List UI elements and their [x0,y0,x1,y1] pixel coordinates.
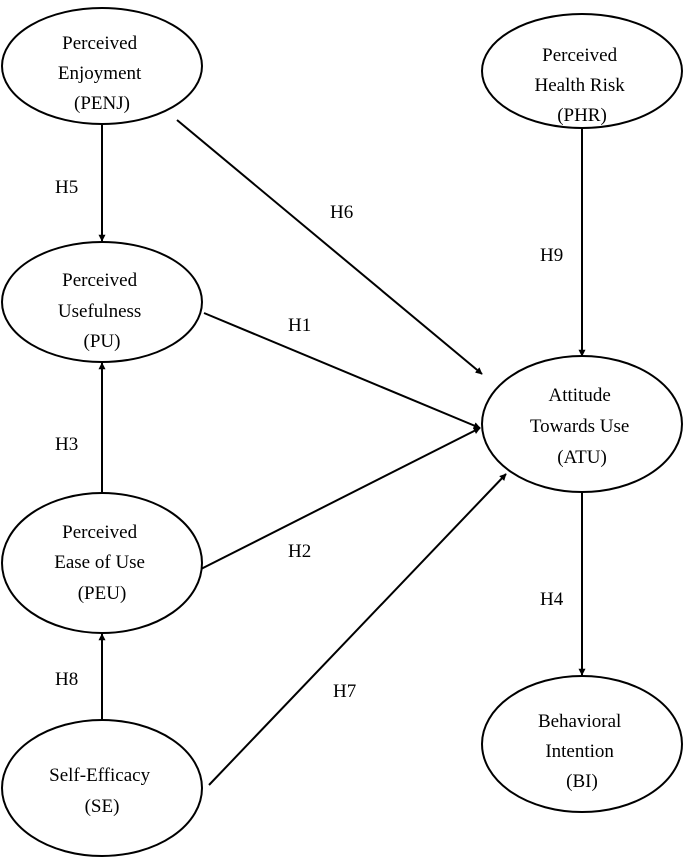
node-pu-line-2: Usefulness [58,301,141,322]
node-atu: Attitude Towards Use (ATU) [481,355,683,493]
node-pu-label: Perceived Usefulness (PU) [58,270,146,352]
node-bi-line-1: Behavioral [538,711,621,732]
node-phr-line-2: Health Risk [535,75,626,96]
node-peu: Perceived Ease of Use (PEU) [1,492,203,634]
node-pu: Perceived Usefulness (PU) [1,241,203,363]
edges [98,119,586,786]
node-atu-line-2: Towards Use [530,416,629,437]
node-se-ellipse [1,719,203,857]
edge-labels: H5 H6 H1 H3 H2 H8 H7 H9 H4 [55,177,564,702]
edge-label-h3: H3 [55,434,78,455]
node-penj-ellipse [1,7,203,125]
edge-h2-peu-to-atu [198,427,481,571]
edge-label-h4: H4 [540,589,564,610]
edge-label-h1: H1 [288,315,311,336]
node-peu-line-1: Perceived [62,522,137,543]
edge-h7-se-to-atu [208,473,507,786]
node-peu-label: Perceived Ease of Use (PEU) [54,522,150,604]
edge-label-h7: H7 [333,681,356,702]
node-bi-ellipse [481,675,683,813]
edge-h6-penj-to-atu [176,119,483,375]
node-bi-line-2: Intention [545,741,614,762]
node-bi: Behavioral Intention (BI) [481,675,683,813]
node-se-label: Self-Efficacy (SE) [49,765,155,817]
node-pu-line-1: Perceived [62,270,137,291]
node-bi-label: Behavioral Intention (BI) [538,711,626,792]
node-atu-line-1: Attitude [548,385,610,406]
node-se-line-1: Self-Efficacy [49,765,150,786]
node-peu-line-2: Ease of Use [54,552,145,573]
edge-label-h5: H5 [55,177,78,198]
node-phr-line-3: (PHR) [557,105,607,126]
node-phr-label: Perceived Health Risk (PHR) [535,45,630,126]
node-atu-ellipse [481,355,683,493]
node-atu-label: Attitude Towards Use (ATU) [530,385,634,468]
edge-h1-pu-to-atu [203,312,481,429]
node-phr-line-1: Perceived [542,45,617,66]
node-penj: Perceived Enjoyment (PENJ) [1,7,203,125]
node-peu-line-3: (PEU) [78,583,127,604]
node-pu-ellipse [1,241,203,363]
node-phr-ellipse [481,13,683,129]
node-pu-line-3: (PU) [84,331,121,352]
edge-label-h8: H8 [55,669,78,690]
node-penj-line-2: Enjoyment [58,63,142,84]
node-se-line-2: (SE) [85,796,120,817]
edge-label-h9: H9 [540,245,563,266]
node-penj-line-3: (PENJ) [74,93,130,114]
node-bi-line-3: (BI) [566,771,598,792]
node-atu-line-3: (ATU) [557,447,607,468]
node-penj-line-1: Perceived [62,33,137,54]
edge-label-h2: H2 [288,541,311,562]
node-penj-label: Perceived Enjoyment (PENJ) [58,33,146,114]
node-peu-ellipse [1,492,203,634]
node-se: Self-Efficacy (SE) [1,719,203,857]
edge-label-h6: H6 [330,202,353,223]
node-phr: Perceived Health Risk (PHR) [481,13,683,129]
